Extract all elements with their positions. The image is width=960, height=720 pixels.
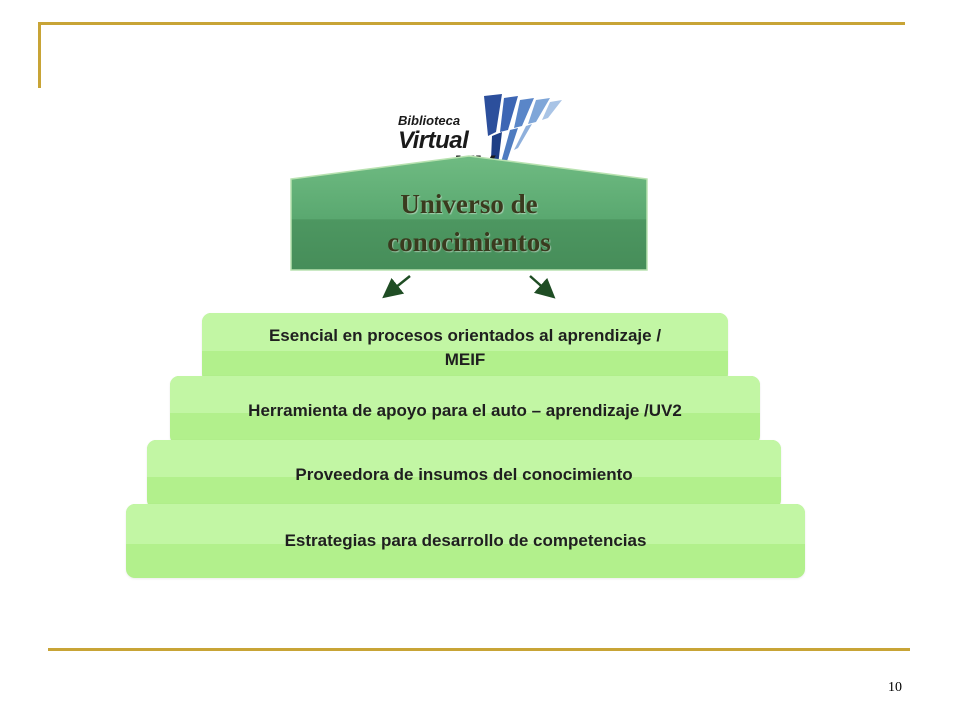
- split-arrows: [382, 275, 556, 299]
- tier-3-label: Proveedora de insumos del conocimiento: [295, 464, 633, 484]
- arrow-left-icon: [382, 275, 411, 299]
- logo-text-virtual: Virtual: [398, 127, 470, 154]
- tier-self-learning-tool: Herramienta de apoyo para el auto – apre…: [170, 376, 760, 445]
- top-rule: [40, 22, 905, 25]
- banner-title: Universo de conocimientos: [290, 185, 648, 261]
- tier-2-label: Herramienta de apoyo para el auto – apre…: [248, 400, 682, 420]
- banner-title-line-1: Universo de: [400, 189, 538, 219]
- banner-title-line-2: conocimientos: [387, 227, 551, 257]
- tier-1-line-1: Esencial en procesos orientados al apren…: [268, 326, 662, 345]
- tier-competency-strategies: Estrategias para desarrollo de competenc…: [126, 504, 805, 578]
- tier-essential-learning: Esencial en procesos orientados al apren…: [202, 313, 728, 383]
- universe-of-knowledge-banner: Universo de conocimientos: [290, 155, 648, 271]
- logo-swoosh-icon: [484, 94, 562, 184]
- tier-1-label: Esencial en procesos orientados al apren…: [202, 313, 728, 383]
- page-number: 10: [888, 680, 902, 695]
- arrow-right-icon: [529, 275, 556, 299]
- tier-1-line-2: MEIF: [444, 350, 486, 369]
- tier-knowledge-supplier: Proveedora de insumos del conocimiento: [147, 440, 781, 509]
- bottom-rule: [48, 648, 910, 651]
- left-rule: [38, 22, 41, 88]
- logo-text-biblioteca: Biblioteca: [398, 113, 460, 128]
- tier-4-label: Estrategias para desarrollo de competenc…: [284, 531, 647, 550]
